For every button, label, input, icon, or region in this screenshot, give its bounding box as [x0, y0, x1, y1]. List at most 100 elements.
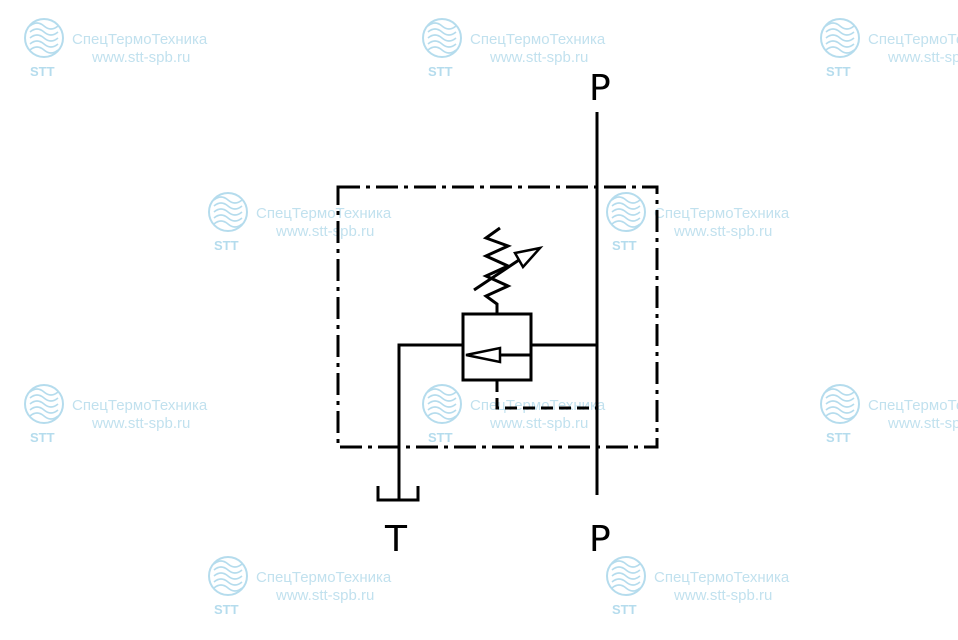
port-label-pressure-bottom: P	[589, 519, 611, 560]
watermark-wave	[29, 388, 59, 396]
watermark-wave	[611, 572, 641, 580]
watermark-logo-text: STT	[30, 430, 55, 445]
watermark-url: www.stt-spb.ru	[91, 49, 190, 66]
watermark-logo-icon	[208, 192, 248, 232]
watermark-logo-text: STT	[214, 238, 239, 253]
watermark-logo-icon	[422, 18, 462, 58]
watermark-logo-text: STT	[214, 602, 239, 617]
watermark-logo-text: STT	[612, 602, 637, 617]
watermark-wave	[427, 394, 457, 402]
tank-icon	[376, 486, 420, 502]
watermark-logo-text: STT	[612, 238, 637, 253]
watermark-company: СпецТермоТехника	[654, 205, 790, 222]
port-label-pressure-top: P	[589, 68, 611, 109]
watermark-wave	[825, 388, 855, 396]
watermark-layer: STTСпецТермоТехникаwww.stt-spb.ruSTTСпец…	[24, 18, 958, 617]
tank-connection	[397, 343, 463, 500]
watermark-logo-icon	[24, 18, 64, 58]
watermark-wave	[213, 202, 243, 210]
watermark-wave	[611, 214, 641, 222]
watermark-wave	[611, 578, 641, 586]
watermark-wave	[825, 400, 855, 408]
watermark-wave	[427, 28, 457, 36]
watermark-wave	[427, 412, 457, 420]
watermark-company: СпецТермоТехника	[470, 397, 606, 414]
watermark-wave	[611, 202, 641, 210]
watermark-url: www.stt-spb.ru	[489, 49, 588, 66]
watermark-logo-icon	[24, 384, 64, 424]
watermark-url: www.stt-spb.ru	[673, 587, 772, 604]
watermark-company: СпецТермоТехника	[654, 569, 790, 586]
enclosure-boundary	[336, 185, 659, 449]
watermark-wave	[427, 34, 457, 42]
watermark-wave	[213, 566, 243, 574]
watermark-company: СпецТермоТехника	[72, 397, 208, 414]
watermark-wave	[213, 578, 243, 586]
watermark-url: www.stt-spb.ru	[887, 415, 958, 432]
watermark-wave	[825, 34, 855, 42]
watermark-wave	[427, 388, 457, 396]
watermark-company: СпецТермоТехника	[256, 205, 392, 222]
watermark-wave	[825, 406, 855, 414]
watermark-wave	[611, 560, 641, 568]
watermark-wave	[29, 40, 59, 48]
watermark-logo-text: STT	[428, 64, 453, 79]
flow-arrow-icon	[465, 346, 502, 364]
adjustment-arrow-shaft	[473, 256, 523, 292]
watermark-wave	[213, 208, 243, 216]
watermark-company: СпецТермоТехника	[72, 31, 208, 48]
watermark-company: СпецТермоТехника	[868, 31, 958, 48]
watermark-logo-text: STT	[826, 430, 851, 445]
watermark-wave	[611, 196, 641, 204]
watermark-url: www.stt-spb.ru	[673, 223, 772, 240]
watermark-wave	[213, 572, 243, 580]
watermark-wave	[29, 46, 59, 54]
watermark-wave	[611, 208, 641, 216]
watermark-wave	[213, 214, 243, 222]
watermark-url: www.stt-spb.ru	[91, 415, 190, 432]
watermark-wave	[213, 196, 243, 204]
watermark-logo-icon	[820, 18, 860, 58]
watermark-company: СпецТермоТехника	[256, 569, 392, 586]
watermark-logo-icon	[208, 556, 248, 596]
watermark-url: www.stt-spb.ru	[887, 49, 958, 66]
watermark-wave	[611, 220, 641, 228]
watermark-wave	[825, 28, 855, 36]
watermark-wave	[427, 406, 457, 414]
watermark-wave	[29, 412, 59, 420]
watermark-wave	[611, 566, 641, 574]
valve-body	[461, 312, 533, 382]
watermark-wave	[427, 22, 457, 30]
watermark-company: СпецТермоТехника	[470, 31, 606, 48]
spring-icon	[482, 226, 512, 314]
watermark-logo-icon	[820, 384, 860, 424]
watermark-logo-text: STT	[428, 430, 453, 445]
watermark-wave	[825, 46, 855, 54]
watermark-logo-icon	[422, 384, 462, 424]
watermark-logo-text: STT	[30, 64, 55, 79]
watermark-wave	[213, 220, 243, 228]
watermark-wave	[427, 400, 457, 408]
watermark-wave	[825, 412, 855, 420]
watermark-wave	[213, 560, 243, 568]
watermark-wave	[825, 40, 855, 48]
watermark-wave	[611, 584, 641, 592]
watermark-wave	[427, 40, 457, 48]
watermark-wave	[825, 22, 855, 30]
watermark-wave	[427, 46, 457, 54]
pilot-line	[495, 380, 597, 410]
watermark-url: www.stt-spb.ru	[275, 587, 374, 604]
watermark-company: СпецТермоТехника	[868, 397, 958, 414]
watermark-wave	[29, 406, 59, 414]
